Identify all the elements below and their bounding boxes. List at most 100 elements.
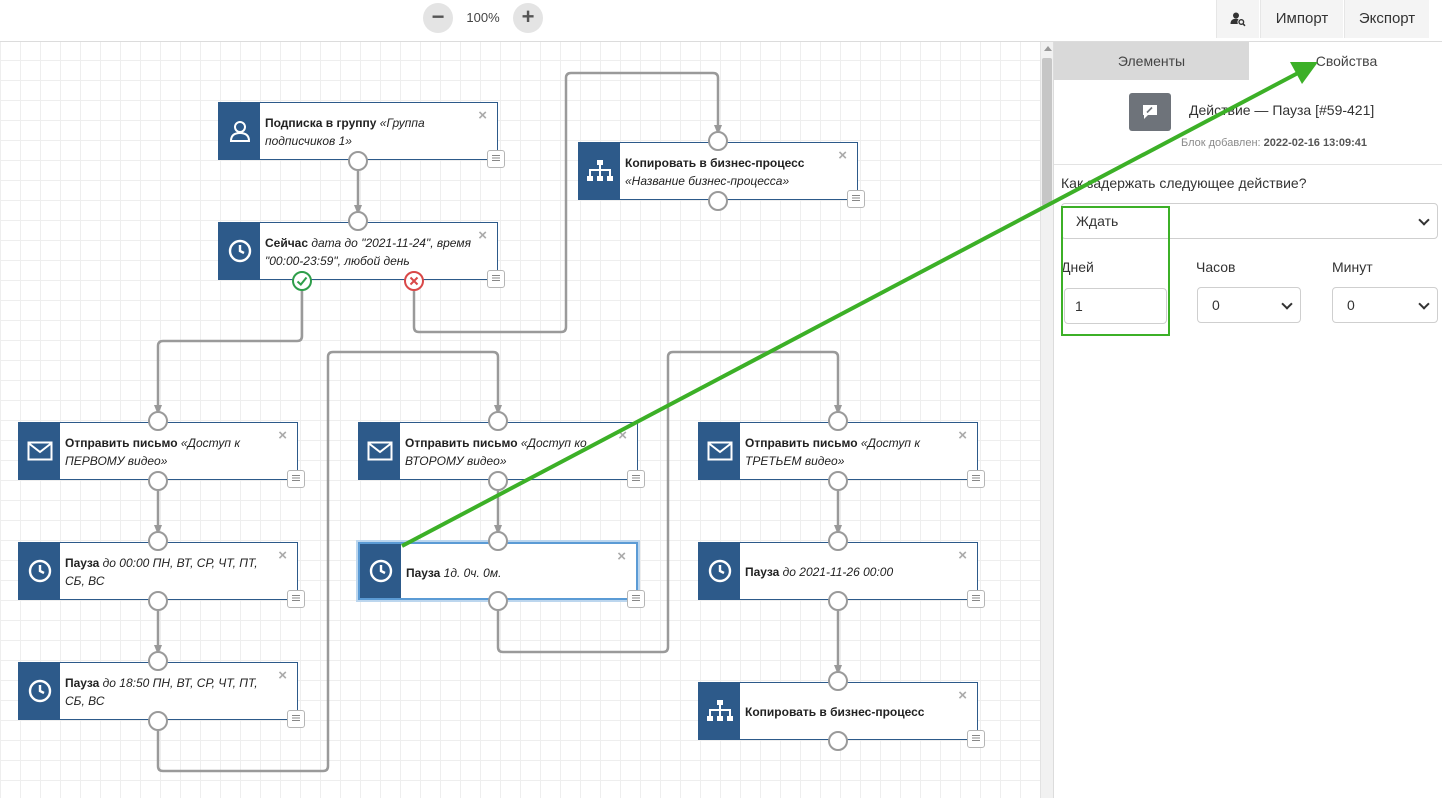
note-icon[interactable] xyxy=(627,590,645,608)
delete-node-button[interactable]: × xyxy=(617,548,626,565)
clock-icon xyxy=(369,559,392,583)
action-title: Действие — Пауза [#59-421] xyxy=(1189,102,1375,118)
node-icon-box xyxy=(219,103,260,159)
node-detail: «Название бизнес-процесса» xyxy=(625,174,790,188)
delete-node-button[interactable]: × xyxy=(478,107,487,124)
note-icon[interactable] xyxy=(487,150,505,168)
minutes-select[interactable]: 0 xyxy=(1332,287,1438,323)
hierarchy-icon xyxy=(706,700,733,721)
workflow-canvas[interactable]: Подписка в группу «Группа подписчиков 1»… xyxy=(0,42,1040,798)
node-icon-box xyxy=(19,423,60,479)
cross-icon xyxy=(409,276,419,286)
input-port[interactable] xyxy=(828,671,848,691)
delete-node-button[interactable]: × xyxy=(958,427,967,444)
node-title: Пауза xyxy=(65,556,100,570)
user-icon xyxy=(229,121,250,142)
tab-elements[interactable]: Элементы xyxy=(1054,42,1249,80)
output-port[interactable] xyxy=(828,471,848,491)
input-port[interactable] xyxy=(348,211,368,231)
delete-node-button[interactable]: × xyxy=(958,687,967,704)
input-port[interactable] xyxy=(488,531,508,551)
node-text: Подписка в группу «Группа подписчиков 1» xyxy=(265,114,475,150)
input-port[interactable] xyxy=(148,531,168,551)
node-text: Пауза до 18:50 ПН, ВТ, СР, ЧТ, ПТ, СБ, В… xyxy=(65,674,275,710)
scroll-up-arrow-icon[interactable] xyxy=(1044,46,1052,51)
delete-node-button[interactable]: × xyxy=(838,147,847,164)
chevron-down-icon xyxy=(1281,298,1293,310)
block-added-label: Блок добавлен: xyxy=(1181,137,1261,149)
node-icon-box xyxy=(699,683,740,739)
divider xyxy=(1054,164,1442,165)
note-icon[interactable] xyxy=(287,710,305,728)
output-port[interactable] xyxy=(708,191,728,211)
mail-icon xyxy=(367,441,392,461)
node-title: Сейчас xyxy=(265,236,309,250)
tab-properties[interactable]: Свойства xyxy=(1315,53,1378,69)
hours-select[interactable]: 0 xyxy=(1197,287,1301,323)
note-icon[interactable] xyxy=(967,470,985,488)
output-port[interactable] xyxy=(148,591,168,611)
output-port[interactable] xyxy=(148,471,168,491)
node-icon-box xyxy=(579,143,620,199)
scroll-thumb[interactable] xyxy=(1042,58,1052,206)
note-icon[interactable] xyxy=(967,730,985,748)
note-icon[interactable] xyxy=(847,190,865,208)
import-button[interactable]: Импорт xyxy=(1260,0,1343,38)
output-port[interactable] xyxy=(148,711,168,731)
delete-node-button[interactable]: × xyxy=(278,667,287,684)
node-title: Копировать в бизнес-процесс xyxy=(745,705,925,719)
input-port[interactable] xyxy=(148,651,168,671)
delete-node-button[interactable]: × xyxy=(278,427,287,444)
output-port[interactable] xyxy=(488,591,508,611)
comment-edit-icon xyxy=(1143,105,1157,119)
delete-node-button[interactable]: × xyxy=(618,427,627,444)
mail-icon xyxy=(27,441,52,461)
input-port[interactable] xyxy=(148,411,168,431)
delete-node-button[interactable]: × xyxy=(278,547,287,564)
node-detail: до 18:50 ПН, ВТ, СР, ЧТ, ПТ, СБ, ВС xyxy=(65,676,258,708)
user-search-icon xyxy=(1230,12,1246,27)
node-icon-box xyxy=(19,543,60,599)
delete-node-button[interactable]: × xyxy=(478,227,487,244)
success-port[interactable] xyxy=(292,271,312,291)
delay-mode-select[interactable]: Ждать xyxy=(1061,203,1438,239)
node-text: Пауза 1д. 0ч. 0м. xyxy=(406,564,614,582)
node-send-email-1[interactable]: Отправить письмо «Доступ к ПЕРВОМУ видео… xyxy=(18,422,298,480)
node-copy-business-process-2[interactable]: Копировать в бизнес-процесс × xyxy=(698,682,978,740)
node-icon-box xyxy=(19,663,60,719)
node-title: Отправить письмо xyxy=(405,436,518,450)
export-button[interactable]: Экспорт xyxy=(1344,0,1429,38)
zoom-out-button[interactable]: − xyxy=(423,3,453,33)
user-search-button[interactable] xyxy=(1216,0,1259,38)
node-pause-2-selected[interactable]: Пауза 1д. 0ч. 0м. × xyxy=(358,542,638,600)
note-icon[interactable] xyxy=(287,470,305,488)
note-icon[interactable] xyxy=(287,590,305,608)
node-text: Пауза до 2021-11-26 00:00 xyxy=(745,563,955,581)
input-port[interactable] xyxy=(488,411,508,431)
clock-icon xyxy=(228,239,251,263)
input-port[interactable] xyxy=(828,531,848,551)
input-port[interactable] xyxy=(828,411,848,431)
output-port[interactable] xyxy=(828,731,848,751)
node-pause-1[interactable]: Пауза до 00:00 ПН, ВТ, СР, ЧТ, ПТ, СБ, В… xyxy=(18,542,298,600)
canvas-scrollbar[interactable] xyxy=(1040,42,1054,798)
input-port[interactable] xyxy=(708,131,728,151)
chevron-down-icon xyxy=(1418,214,1430,226)
clock-icon xyxy=(28,559,51,583)
node-pause-3[interactable]: Пауза до 2021-11-26 00:00 × xyxy=(698,542,978,600)
hierarchy-icon xyxy=(586,160,613,181)
note-icon[interactable] xyxy=(487,270,505,288)
node-icon-box xyxy=(360,544,401,598)
output-port[interactable] xyxy=(488,471,508,491)
days-input[interactable]: 1 xyxy=(1064,288,1167,324)
output-port[interactable] xyxy=(348,151,368,171)
minutes-label: Минут xyxy=(1332,259,1373,275)
note-icon[interactable] xyxy=(627,470,645,488)
zoom-level: 100% xyxy=(466,10,500,25)
note-icon[interactable] xyxy=(967,590,985,608)
zoom-in-button[interactable]: + xyxy=(513,3,543,33)
checkmark-icon xyxy=(296,276,308,286)
error-port[interactable] xyxy=(404,271,424,291)
delete-node-button[interactable]: × xyxy=(958,547,967,564)
output-port[interactable] xyxy=(828,591,848,611)
